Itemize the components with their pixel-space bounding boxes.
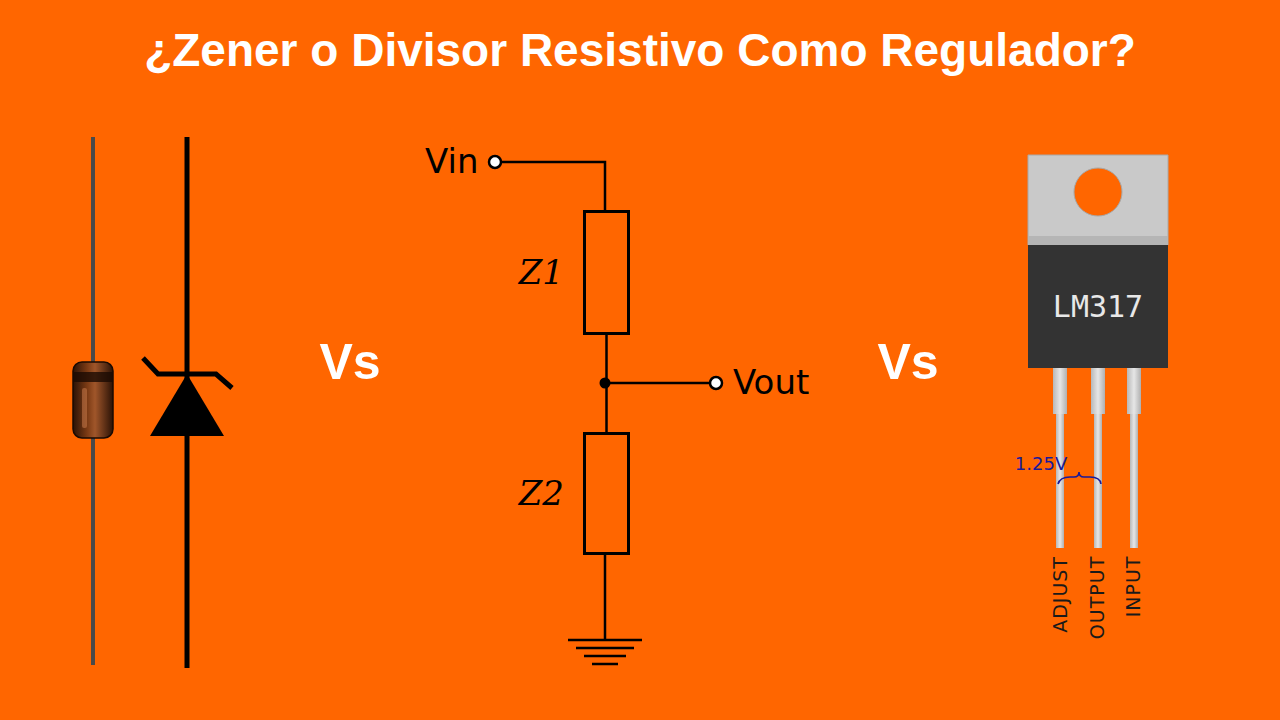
zener-triangle: [150, 374, 224, 436]
pin-name: INPUT: [1124, 556, 1145, 618]
input-pin: [1130, 414, 1138, 548]
regulator-body: LM317: [1028, 245, 1168, 368]
input-terminal: [489, 156, 501, 168]
signal-name: Vout: [733, 364, 809, 401]
output-wire: [605, 382, 710, 385]
resistor-symbol: Z1: [583, 210, 630, 335]
pin-shoulder: [1091, 368, 1105, 414]
diode-body: [73, 362, 113, 438]
junction-dot: [600, 378, 611, 389]
ground-symbol: [584, 655, 626, 658]
glass-highlight: [82, 388, 87, 428]
zener-symbol: [143, 137, 232, 668]
page-title: ¿Zener o Divisor Resistivo Como Regulado…: [144, 25, 1136, 76]
ground-symbol: [576, 647, 634, 650]
wire: [605, 335, 608, 432]
pin-shoulder: [1053, 368, 1067, 414]
zener-bar: [143, 358, 232, 388]
component-label: Z1: [519, 254, 564, 291]
pin-name: ADJUST: [1050, 556, 1071, 633]
ground-wire: [604, 555, 607, 640]
ground-symbol: [592, 663, 618, 666]
tab-edge: [1028, 236, 1168, 245]
zener-photo: [73, 137, 113, 665]
output-terminal: [710, 377, 722, 389]
voltage-label: 1.25V: [1015, 454, 1067, 474]
pin-shoulder: [1127, 368, 1141, 414]
versus-label: Vs: [319, 335, 380, 390]
pin-name: OUTPUT: [1088, 556, 1109, 639]
part-number: LM317: [1053, 290, 1143, 323]
cathode-band: [73, 372, 113, 382]
heatsink-tab: [1028, 155, 1168, 245]
resistor-symbol: Z2: [583, 432, 630, 555]
versus-label: Vs: [877, 335, 938, 390]
input-wire: [501, 162, 605, 210]
component-label: Z2: [519, 475, 564, 512]
divider-wiring: [501, 162, 710, 664]
lm317-package: [1028, 155, 1168, 548]
ground-symbol: [568, 639, 642, 642]
signal-name: Vin: [425, 143, 479, 180]
